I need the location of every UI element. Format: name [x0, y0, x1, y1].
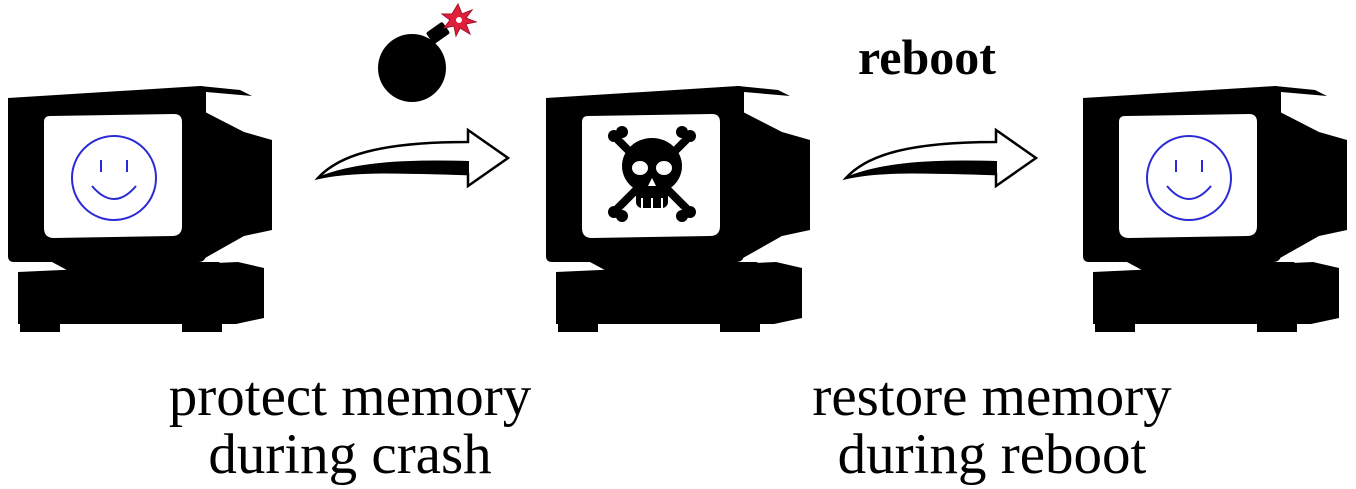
smiley-face-icon: [71, 135, 157, 221]
reboot-label: reboot: [858, 29, 996, 85]
spark-icon: [440, 2, 478, 38]
healthy-computer-left: [8, 86, 272, 332]
healthy-computer-right: [1083, 86, 1347, 332]
smiley-face-icon: [1146, 135, 1232, 221]
caption-left-line-1: protect memory: [168, 365, 532, 428]
caption-right-line-1: restore memory: [812, 365, 1172, 428]
skull-crossbones-icon: [608, 126, 696, 222]
crashed-computer: [546, 86, 810, 332]
crash-arrow: [316, 128, 510, 188]
caption-right-line-2: during reboot: [837, 423, 1147, 486]
caption-restore-memory: restore memory during reboot: [732, 368, 1252, 484]
reboot-arrow: [844, 128, 1038, 188]
caption-protect-memory: protect memory during crash: [90, 368, 610, 484]
caption-left-line-2: during crash: [208, 423, 492, 486]
bomb-icon: [378, 2, 478, 102]
